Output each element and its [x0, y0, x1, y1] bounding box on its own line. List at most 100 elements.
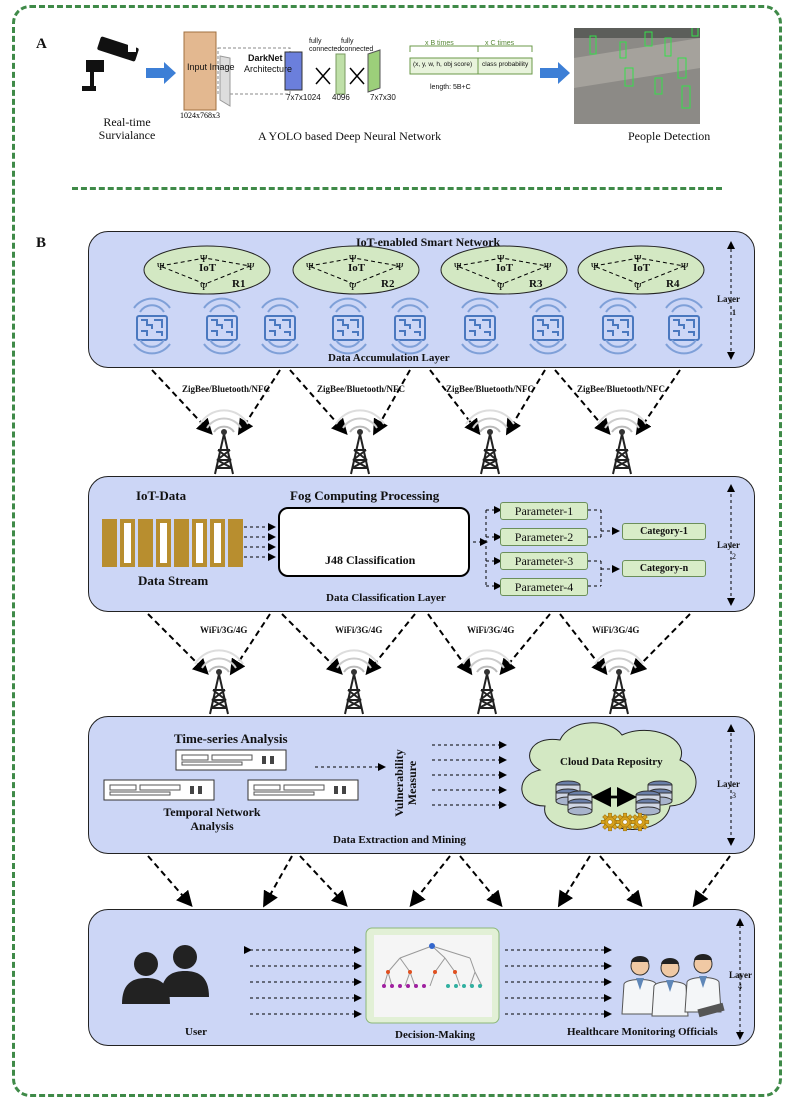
layer4-side-num: 4 [738, 982, 742, 991]
darknet-label: DarkNet [248, 53, 283, 63]
user-icon [122, 945, 209, 1004]
layer3-bottom-label: Data Extraction and Mining [333, 834, 466, 846]
class-prob-label: class probability [482, 61, 529, 68]
stream-bar [102, 519, 117, 567]
link2-label-1: WiFi/3G/4G [200, 625, 248, 635]
flow-arrow-2 [540, 62, 570, 84]
architecture-label: Architecture [244, 64, 293, 74]
stream-bar [138, 519, 153, 567]
officials-label: Healthcare Monitoring Officials [567, 1026, 718, 1038]
svg-text:Ψ: Ψ [497, 254, 505, 265]
layer2-bottom-label: Data Classification Layer [326, 592, 446, 604]
people-detection-image [574, 28, 700, 124]
cluster-r3-region: R3 [529, 278, 543, 290]
input-image-label: Input Image [187, 62, 235, 72]
cluster-r4-iot: IoT [633, 262, 651, 274]
parameter-1: Parameter-1 [500, 502, 588, 520]
sensor-device-icons [133, 297, 703, 355]
svg-text:Ψ: Ψ [247, 262, 255, 273]
camera-icon [82, 36, 139, 91]
fully-connected-label-2: fully connected [341, 38, 374, 53]
stream-bar [156, 519, 171, 567]
link2-label-4: WiFi/3G/4G [592, 625, 640, 635]
fully-connected-label-1: fully connected [309, 38, 342, 53]
svg-text:Ψ: Ψ [634, 282, 642, 293]
layer3-side-num: 3 [732, 791, 736, 800]
yolo-pipeline: 1024x768x3 [82, 28, 700, 124]
svg-text:Ψ: Ψ [634, 254, 642, 265]
cloud-repository-label: Cloud Data Repositry [560, 756, 663, 768]
svg-text:Ψ: Ψ [200, 254, 208, 265]
link1-label-2: ZigBee/Bluetooth/NFC [317, 384, 405, 394]
tower-row-2 [194, 649, 644, 715]
cluster-r1-iot: IoT [199, 262, 217, 274]
tower-row-1 [199, 409, 647, 475]
parameter-4: Parameter-4 [500, 578, 588, 596]
stream-bar [210, 519, 225, 567]
j48-label: J48 Classification [325, 553, 416, 567]
layer3-side-label: Layer [717, 779, 740, 789]
panel-a-letter: A [36, 36, 47, 52]
category-1: Category-1 [622, 523, 706, 540]
stream-bar [192, 519, 207, 567]
detection-caption: People Detection [628, 129, 711, 143]
parameter-2: Parameter-2 [500, 528, 588, 546]
cloud-repository [521, 722, 697, 832]
iot-data-label: IoT-Data [136, 488, 187, 503]
layer1-bottom-label: Data Accumulation Layer [328, 352, 450, 364]
panel-separator [72, 187, 722, 190]
cluster-r3-iot: IoT [496, 262, 514, 274]
user-label: User [185, 1026, 207, 1038]
decision-tree-panel [365, 927, 500, 1024]
cluster-r1-region: R1 [232, 278, 246, 290]
links-layer1-to-towers [151, 369, 681, 436]
link1-label-4: ZigBee/Bluetooth/NFC [577, 384, 665, 394]
input-image-block [183, 31, 217, 111]
cluster-r2-iot: IoT [348, 262, 366, 274]
decision-making-label: Decision-Making [395, 1029, 476, 1041]
link2-label-3: WiFi/3G/4G [467, 625, 515, 635]
length-label: length: 5B+C [430, 84, 471, 91]
flow-arrow-1 [146, 62, 176, 84]
vulnerability-measure-label: Vulnerability Measure [392, 749, 419, 817]
panel-b-letter: B [36, 235, 47, 251]
bbox-output-label: (x, y, w, h, obj score) [413, 61, 473, 68]
temporal-network-label: Temporal Network Analysis [163, 805, 261, 833]
category-n: Category-n [622, 560, 706, 577]
link1-label-1: ZigBee/Bluetooth/NFC [182, 384, 270, 394]
input-dims: 1024x768x3 [180, 111, 220, 120]
healthcare-officials-icon [621, 953, 725, 1018]
dim-4096: 4096 [332, 93, 350, 102]
layer1-title: IoT-enabled Smart Network [356, 235, 501, 249]
bidirectional-arrows [244, 946, 612, 1018]
svg-text:Ψ: Ψ [200, 282, 208, 293]
xb-times-label: x B times [425, 40, 454, 47]
time-series-label: Time-series Analysis [174, 731, 288, 746]
links-layer3-to-layer4 [147, 855, 731, 908]
j48-classifier-box [278, 507, 470, 577]
svg-text:Ψ: Ψ [349, 254, 357, 265]
link1-label-3: ZigBee/Bluetooth/NFC [446, 384, 534, 394]
svg-text:Ψ: Ψ [157, 262, 165, 273]
layer4-side-label: Layer [729, 970, 752, 980]
svg-text:Ψ: Ψ [681, 262, 689, 273]
server-icons [103, 749, 359, 801]
data-stream-label: Data Stream [138, 573, 209, 588]
network-caption: A YOLO based Deep Neural Network [258, 129, 442, 143]
svg-text:Ψ: Ψ [454, 262, 462, 273]
svg-text:Ψ: Ψ [591, 262, 599, 273]
outer-dashed-frame [12, 5, 782, 1097]
svg-text:Ψ: Ψ [544, 262, 552, 273]
stream-bar [174, 519, 189, 567]
layer2-side-num: 2 [732, 552, 736, 561]
svg-text:Ψ: Ψ [396, 262, 404, 273]
cluster-r2-region: R2 [381, 278, 395, 290]
fog-title: Fog Computing Processing [290, 488, 440, 503]
stream-bar [120, 519, 135, 567]
link2-label-2: WiFi/3G/4G [335, 625, 383, 635]
iot-clusters [143, 245, 705, 295]
stream-bar [228, 519, 243, 567]
svg-text:Ψ: Ψ [349, 282, 357, 293]
parameter-3: Parameter-3 [500, 552, 588, 570]
